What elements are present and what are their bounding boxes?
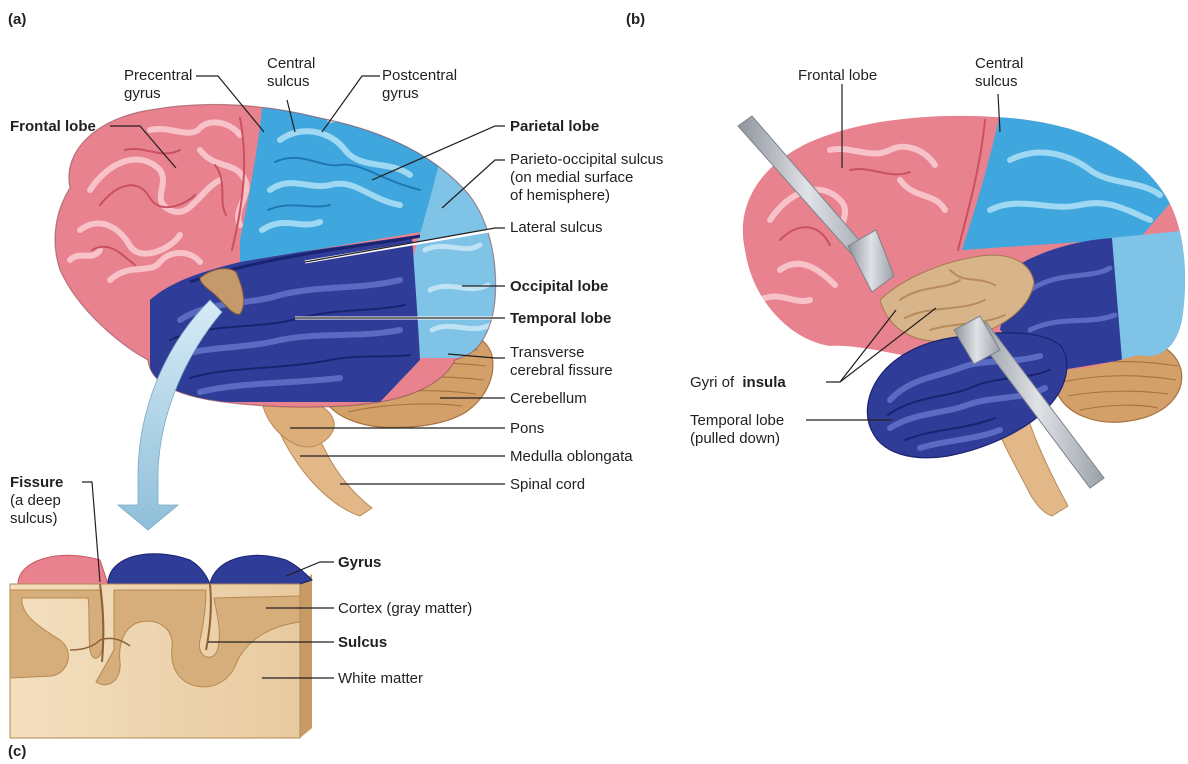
- label-central-sulcus-2: sulcus: [267, 73, 310, 90]
- cerebrum-a: [40, 90, 510, 420]
- label-insula: insula: [742, 374, 786, 391]
- panel-label-b: (b): [626, 11, 645, 28]
- label-white-matter: White matter: [338, 670, 423, 687]
- label-precentral-gyrus-2: gyrus: [124, 85, 161, 102]
- label-precentral-gyrus: Precentral: [124, 67, 192, 84]
- label-b-temporal-lobe: Temporal lobe: [690, 412, 784, 429]
- label-postcentral-gyrus-2: gyrus: [382, 85, 419, 102]
- label-gyri-of-prefix: Gyri of: [690, 374, 735, 391]
- panel-c-cortex-block: [10, 554, 312, 738]
- label-b-frontal-lobe: Frontal lobe: [798, 67, 877, 84]
- label-sulcus: Sulcus: [338, 634, 387, 651]
- label-parietal-lobe: Parietal lobe: [510, 118, 599, 135]
- label-temporal-lobe: Temporal lobe: [510, 310, 611, 327]
- label-postcentral-gyrus: Postcentral: [382, 67, 457, 84]
- label-fissure-3: sulcus): [10, 510, 58, 527]
- label-transverse-cerebral-fissure: Transverse: [510, 344, 584, 361]
- label-parieto-occipital-sulcus-2: (on medial surface: [510, 169, 633, 186]
- panel-b-insula-view: [730, 100, 1188, 516]
- gyrus-cap-2: [210, 555, 312, 584]
- panel-a-lateral-view: [40, 90, 510, 530]
- label-transverse-cerebral-fissure-2: cerebral fissure: [510, 362, 613, 379]
- label-cortex-gray-matter: Cortex (gray matter): [338, 600, 472, 617]
- gyrus-cap-1: [108, 554, 210, 584]
- label-pons: Pons: [510, 420, 544, 437]
- label-parieto-occipital-sulcus: Parieto-occipital sulcus: [510, 151, 663, 168]
- label-parieto-occipital-sulcus-3: of hemisphere): [510, 187, 610, 204]
- label-b-temporal-lobe-2: (pulled down): [690, 430, 780, 447]
- block-side-face: [300, 574, 312, 738]
- label-occipital-lobe: Occipital lobe: [510, 278, 608, 295]
- label-medulla-oblongata: Medulla oblongata: [510, 448, 633, 465]
- label-b-central-sulcus-2: sulcus: [975, 73, 1018, 90]
- gyrus-cap-frontal: [18, 555, 108, 584]
- label-fissure-2: (a deep: [10, 492, 61, 509]
- label-gyrus: Gyrus: [338, 554, 381, 571]
- panel-label-a: (a): [8, 11, 26, 28]
- label-spinal-cord: Spinal cord: [510, 476, 585, 493]
- label-central-sulcus: Central: [267, 55, 315, 72]
- label-frontal-lobe: Frontal lobe: [10, 118, 96, 135]
- label-gyri-of-insula: Gyri of insula: [690, 374, 786, 391]
- label-fissure: Fissure: [10, 474, 63, 491]
- panel-label-c: (c): [8, 743, 26, 760]
- label-cerebellum: Cerebellum: [510, 390, 587, 407]
- label-lateral-sulcus: Lateral sulcus: [510, 219, 603, 236]
- label-b-central-sulcus: Central: [975, 55, 1023, 72]
